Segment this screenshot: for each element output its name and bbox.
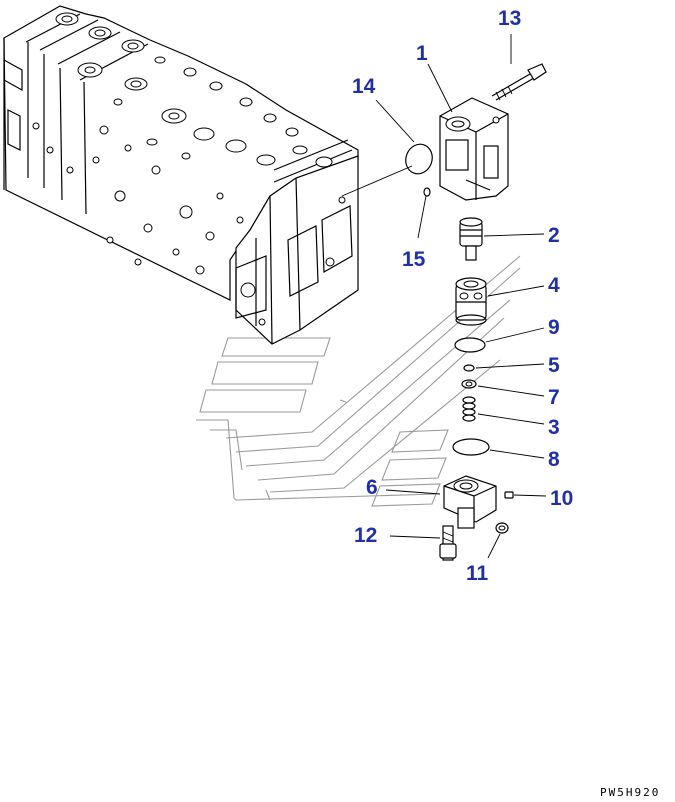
callout-4: 4 (548, 274, 560, 297)
control-valve-block (3, 5, 359, 345)
part-12-bolt (439, 525, 457, 561)
callout-labels: 1 2 3 4 5 6 7 8 9 10 11 12 13 14 15 (352, 7, 573, 585)
watermark-logo (196, 255, 521, 507)
callout-14: 14 (352, 75, 376, 98)
callout-2: 2 (548, 224, 560, 247)
callout-7: 7 (548, 386, 560, 409)
part-10-plug (504, 491, 514, 499)
part-3-spring (462, 396, 476, 422)
callout-3: 3 (548, 416, 560, 439)
callout-13: 13 (498, 7, 521, 30)
leader-lines (341, 34, 547, 559)
part-15-small-ring (423, 187, 431, 197)
callout-6: 6 (366, 476, 378, 499)
part-8-oring (452, 438, 490, 456)
callout-9: 9 (548, 316, 560, 339)
part-4-sleeve (455, 277, 487, 326)
part-6-cover (443, 475, 497, 529)
callout-1: 1 (416, 42, 428, 65)
part-11-screw (495, 522, 509, 534)
part-1-pilot-block (439, 97, 509, 201)
drawing-code: PW5H920 (600, 786, 660, 799)
part-9-oring (454, 337, 486, 353)
callout-10: 10 (550, 487, 573, 510)
callout-5: 5 (548, 354, 560, 377)
callout-15: 15 (402, 248, 426, 271)
callout-11: 11 (466, 562, 489, 585)
callout-8: 8 (548, 448, 560, 471)
part-13-bolt (491, 63, 547, 101)
part-5-ring (463, 364, 475, 372)
valve-ports (32, 12, 346, 326)
part-14-oring (405, 143, 433, 175)
part-7-spring-seat (461, 379, 477, 389)
part-2-spool (459, 217, 483, 261)
callout-12: 12 (354, 524, 377, 547)
